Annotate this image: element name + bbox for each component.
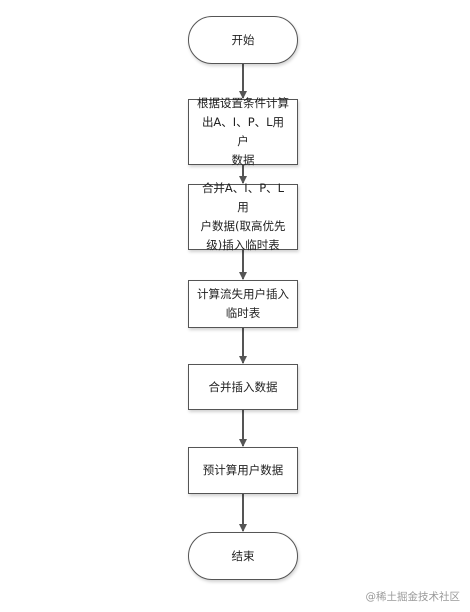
watermark: @稀土掘金技术社区	[365, 591, 461, 603]
end-node: 结束	[188, 532, 298, 580]
churn-users-node: 计算流失用户插入 临时表	[188, 280, 298, 328]
pre-calc-node: 预计算用户数据	[188, 447, 298, 494]
merge-users-node: 合并A、I、P、L用 户数据(取高优先 级)插入临时表	[188, 181, 298, 252]
calc-users-node: 根据设置条件计算 出A、I、P、L用户 数据	[188, 96, 298, 167]
start-node: 开始	[188, 16, 298, 64]
merge-insert-node: 合并插入数据	[188, 364, 298, 410]
